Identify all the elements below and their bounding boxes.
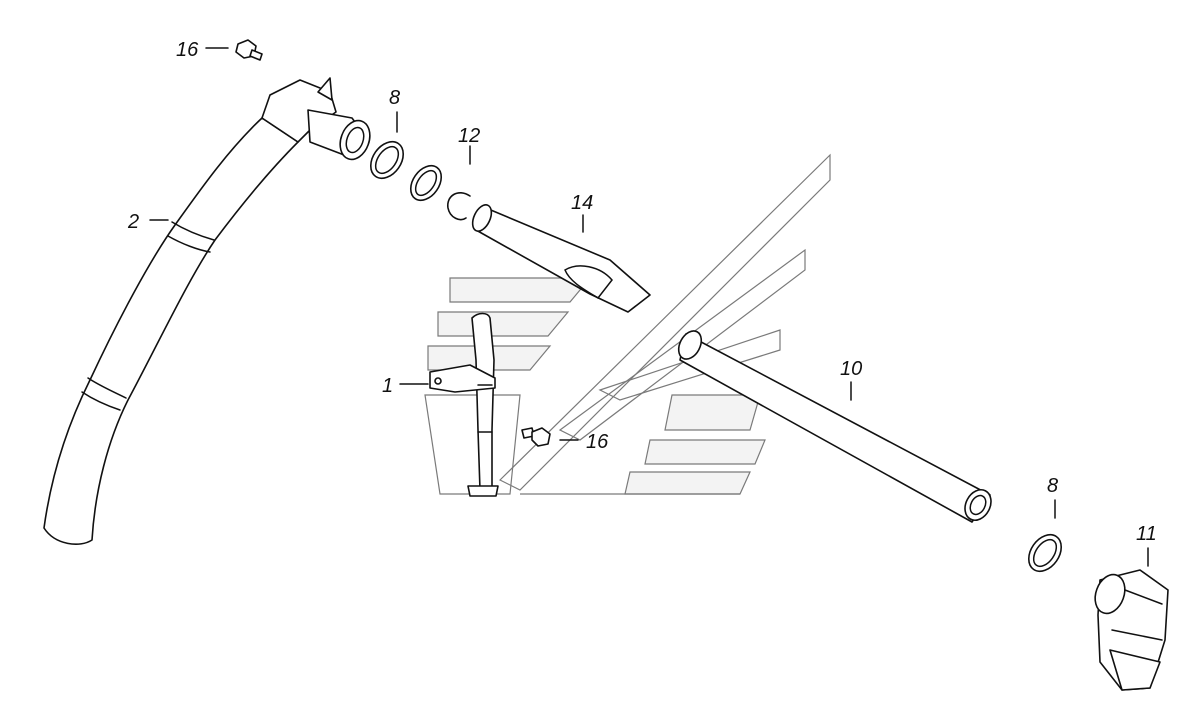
callout-2: 2 bbox=[127, 211, 139, 233]
elbow-fitting-part-11 bbox=[1094, 569, 1169, 691]
o-ring-extra-inner bbox=[414, 169, 438, 197]
retaining-ring-part-12 bbox=[447, 192, 471, 221]
o-ring-part-8-top-inner bbox=[374, 145, 400, 175]
callout-10: 10 bbox=[840, 358, 862, 380]
callout-leaders bbox=[149, 47, 1149, 567]
callout-12: 12 bbox=[458, 125, 480, 147]
o-ring-extra bbox=[409, 164, 443, 202]
callout-16-middle: 16 bbox=[586, 431, 609, 453]
tube-part-10 bbox=[677, 330, 992, 523]
pipe-part-14 bbox=[471, 204, 651, 313]
callout-14: 14 bbox=[571, 192, 593, 214]
tube-part-1 bbox=[429, 312, 499, 497]
callout-16-top: 16 bbox=[176, 39, 199, 61]
o-ring-part-8-bottom-inner bbox=[1032, 538, 1058, 568]
o-ring-part-8-top bbox=[369, 140, 405, 180]
callout-8-bottom: 8 bbox=[1047, 475, 1058, 497]
o-ring-part-8-bottom bbox=[1027, 533, 1063, 573]
callout-1: 1 bbox=[382, 375, 393, 397]
bolt-part-16-top bbox=[235, 39, 263, 61]
bolt-part-16-middle bbox=[521, 427, 551, 447]
callout-8-top: 8 bbox=[389, 87, 400, 109]
callout-11: 11 bbox=[1136, 523, 1157, 545]
hose-part-2 bbox=[43, 77, 371, 546]
